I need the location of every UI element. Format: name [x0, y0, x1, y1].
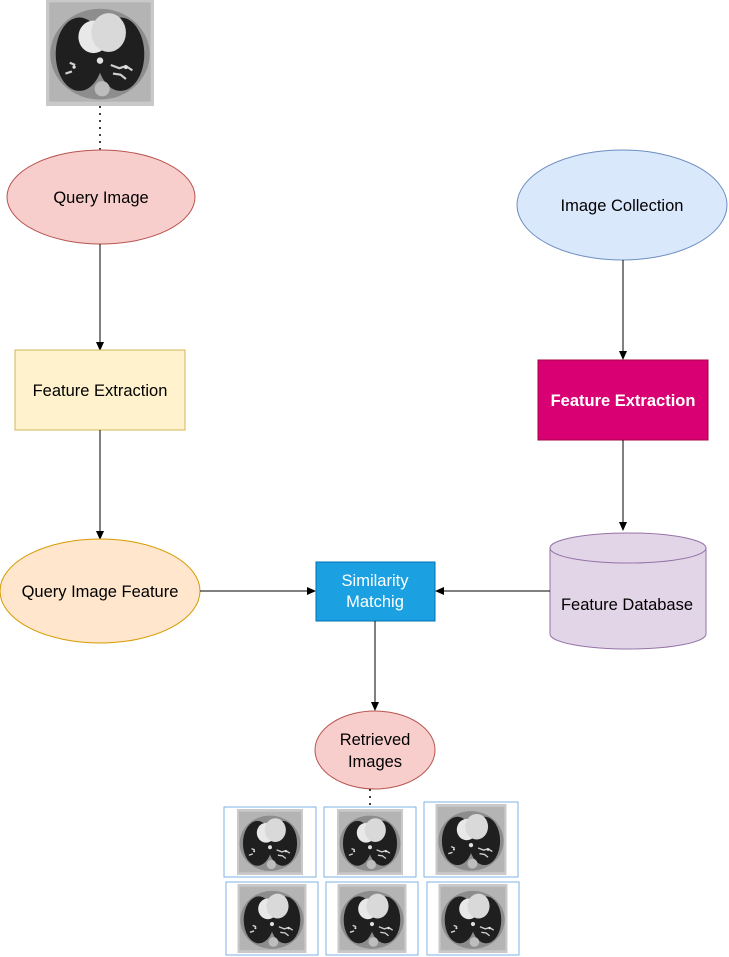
image-collection-label: Image Collection: [561, 197, 684, 215]
retrieved-ct-scan-image: [223, 806, 317, 878]
retrieved-ct-scan-image: [225, 881, 319, 956]
feature-extraction-right-node: Feature Extraction: [537, 359, 709, 441]
retrieved-ct-scan-image: [325, 881, 419, 956]
query-image-feature-label: Query Image Feature: [22, 583, 179, 601]
feature-database-label: Feature Database: [561, 596, 693, 614]
feature-database-node: Feature Database: [549, 532, 707, 650]
retrieved-label-line1: Retrieved: [340, 731, 411, 749]
query-ct-scan-image: [44, 0, 156, 106]
query-image-label: Query Image: [53, 189, 148, 207]
retrieved-ct-scan-image: [423, 801, 519, 878]
retrieved-ct-scan-image: [323, 806, 417, 878]
retrieved-ct-scan-image: [426, 881, 520, 956]
retrieved-images-node: Retrieved Images: [314, 710, 436, 790]
feature-extraction-left-node: Feature Extraction: [14, 349, 186, 431]
similarity-label-line2: Matchig: [346, 593, 404, 611]
image-collection-node: Image Collection: [516, 149, 728, 261]
similarity-label-line1: Similarity: [342, 572, 410, 590]
feature-extraction-right-label: Feature Extraction: [551, 392, 696, 410]
query-image-feature-node: Query Image Feature: [0, 538, 201, 644]
retrieved-images-grid: [223, 801, 520, 956]
query-image-node: Query Image: [6, 149, 196, 245]
retrieved-label-line2: Images: [348, 753, 402, 771]
feature-extraction-left-label: Feature Extraction: [33, 382, 168, 400]
similarity-matching-node: Similarity Matchig: [315, 561, 436, 622]
